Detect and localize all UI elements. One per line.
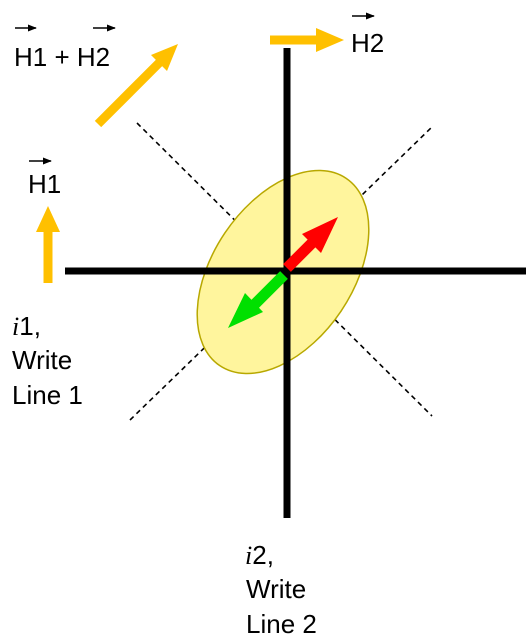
i1-variable: i: [12, 312, 19, 341]
write-line-2-name: Line 2: [246, 609, 317, 639]
i2-label: i2,: [245, 540, 274, 570]
write-line-2-word: Write: [246, 574, 306, 604]
i1-number: 1,: [19, 311, 41, 341]
h2-label: H2: [351, 28, 384, 58]
h1-label: H1: [28, 169, 61, 199]
i1-label: i1,: [12, 311, 41, 341]
i2-number: 2,: [252, 540, 274, 570]
write-line-1-word: Write: [12, 345, 72, 375]
green-magnetization-arrow: [228, 271, 288, 328]
h2-field-arrow: [270, 28, 344, 52]
vector-overbar-icon: [15, 12, 375, 165]
h1-plus-h2-label: H1 + H2: [14, 42, 110, 72]
i2-variable: i: [245, 541, 252, 570]
red-magnetization-arrow: [283, 217, 338, 272]
h1-field-arrow: [36, 206, 60, 283]
h1-plus-h2-field-arrow: [94, 44, 178, 128]
write-line-1-name: Line 1: [12, 380, 83, 410]
